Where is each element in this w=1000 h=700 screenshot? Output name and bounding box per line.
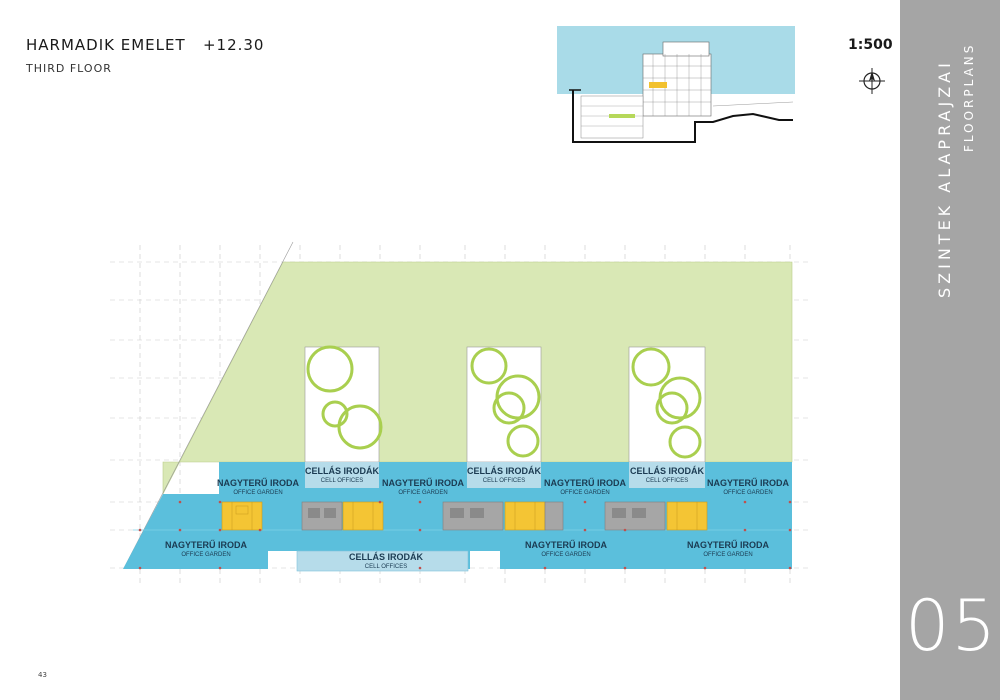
label-cell-offices-4-en: CELL OFFICES (365, 564, 407, 570)
tree-2 (321, 400, 349, 428)
floor-name: HARMADIK EMELET (26, 36, 186, 54)
core-1 (221, 501, 263, 531)
label-office-garden-6-en: OFFICE GARDEN (541, 552, 590, 558)
north-arrow-icon (859, 68, 885, 94)
sidebar-title: SZINTEK ALAPRAJZAI (935, 59, 955, 298)
cell-office-strip-3 (629, 462, 705, 488)
tree-10 (655, 391, 689, 425)
core-4 (604, 501, 708, 531)
label-office-garden-3-en: OFFICE GARDEN (560, 490, 609, 496)
cell-office-strip-1 (305, 462, 379, 488)
courtyard-3 (628, 346, 706, 463)
room-labels: NAGYTERŰ IRODA OFFICE GARDEN CELLÁS IROD… (165, 466, 790, 570)
floor-plan: NAGYTERŰ IRODA OFFICE GARDEN CELLÁS IROD… (110, 241, 810, 585)
label-cell-offices-1-en: CELL OFFICES (321, 478, 363, 484)
column-dots (138, 500, 792, 570)
label-office-garden-2-en: OFFICE GARDEN (398, 490, 447, 496)
label-office-garden-4-en: OFFICE GARDEN (723, 490, 772, 496)
chapter-sidebar (900, 0, 1000, 700)
sidebar-subtitle-text: FLOORPLANS (962, 42, 976, 152)
cell-office-strip-2 (467, 462, 541, 488)
tree-6 (492, 391, 526, 425)
label-office-garden-3: NAGYTERŰ IRODA (544, 477, 627, 488)
core-2 (301, 501, 384, 531)
label-office-garden-1-en: OFFICE GARDEN (233, 490, 282, 496)
sidebar-subtitle: FLOORPLANS (962, 43, 982, 152)
plan-title: HARMADIK EMELET +12.30 (26, 36, 264, 54)
label-office-garden-5: NAGYTERŰ IRODA (165, 539, 248, 550)
scale-label: 1:500 (848, 37, 893, 53)
label-cell-offices-3: CELLÁS IRODÁK (630, 466, 705, 476)
core-3 (442, 501, 564, 531)
page-number: 43 (38, 671, 47, 679)
tree-11 (668, 425, 702, 459)
plan-subtitle: THIRD FLOOR (26, 62, 112, 75)
sidebar-title-text: SZINTEK ALAPRAJZAI (935, 59, 954, 298)
label-cell-offices-1: CELLÁS IRODÁK (305, 466, 380, 476)
tree-8 (631, 347, 671, 387)
label-cell-offices-4: CELLÁS IRODÁK (349, 552, 424, 562)
cell-office-strip-4 (296, 550, 469, 572)
label-cell-offices-3-en: CELL OFFICES (646, 478, 688, 484)
label-office-garden-7: NAGYTERŰ IRODA (687, 539, 770, 550)
label-cell-offices-2-en: CELL OFFICES (483, 478, 525, 484)
tree-7 (506, 424, 540, 458)
tree-rings (306, 345, 702, 459)
tree-1 (306, 345, 354, 393)
label-office-garden-5-en: OFFICE GARDEN (181, 552, 230, 558)
tree-3 (337, 404, 383, 450)
chapter-number: 05 (905, 585, 999, 667)
label-office-garden-1: NAGYTERŰ IRODA (217, 477, 300, 488)
tree-4 (470, 347, 508, 385)
label-office-garden-6: NAGYTERŰ IRODA (525, 539, 608, 550)
label-office-garden-7-en: OFFICE GARDEN (703, 552, 752, 558)
label-office-garden-4: NAGYTERŰ IRODA (707, 477, 790, 488)
section-drawing (553, 26, 801, 150)
floor-level: +12.30 (202, 36, 265, 54)
courtyard-2 (466, 346, 542, 463)
label-office-garden-2: NAGYTERŰ IRODA (382, 477, 465, 488)
label-cell-offices-2: CELLÁS IRODÁK (467, 466, 542, 476)
